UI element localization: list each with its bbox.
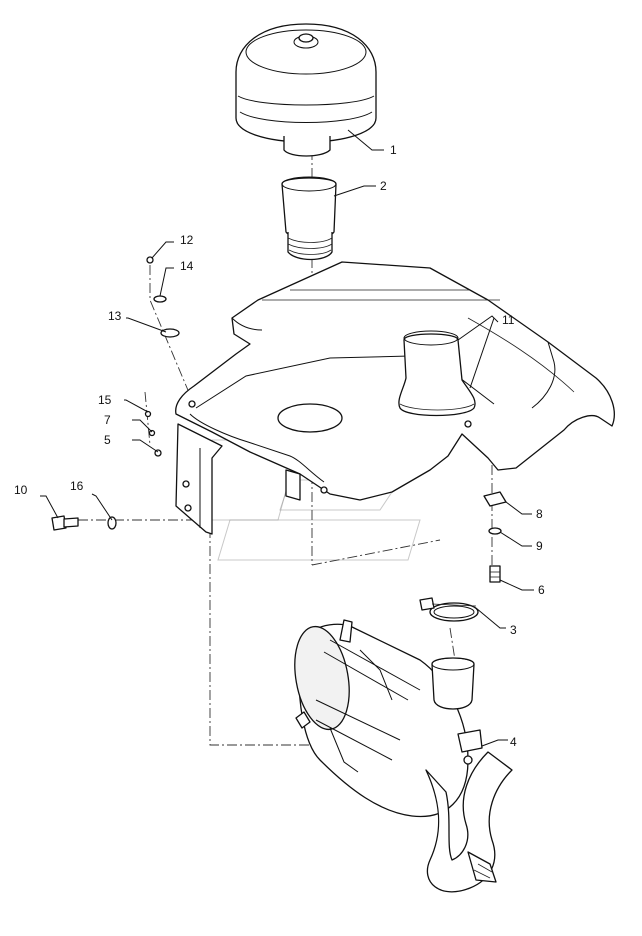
bolt-10	[51, 515, 67, 531]
clip-15	[144, 410, 152, 418]
washer-14	[153, 295, 167, 303]
callout-8: 8	[536, 507, 543, 521]
mounting-bracket	[175, 423, 301, 535]
callout-labels: 1 2 3 4 5 6 7 8 9 10 11 12 13 14 15 16	[14, 143, 545, 749]
washer-9	[488, 527, 502, 535]
hood-panel	[175, 261, 615, 501]
plate-8	[483, 491, 507, 507]
callout-16: 16	[70, 479, 84, 493]
callout-13: 13	[108, 309, 122, 323]
callout-2: 2	[380, 179, 387, 193]
callout-11: 11	[502, 313, 515, 327]
callout-10: 10	[14, 483, 28, 497]
leader-lines	[40, 129, 534, 747]
air-cleaner-housing	[294, 619, 513, 893]
hose-clamp	[419, 597, 479, 622]
callout-5: 5	[104, 433, 111, 447]
hardware-fasteners	[51, 256, 507, 583]
adapter-sleeve	[281, 176, 337, 261]
screw-12	[146, 256, 154, 264]
callout-7: 7	[104, 413, 111, 427]
callout-12: 12	[180, 233, 194, 247]
callout-4: 4	[510, 735, 517, 749]
callout-14: 14	[180, 259, 194, 273]
callout-3: 3	[510, 623, 517, 637]
pre-cleaner-cap	[235, 23, 377, 157]
bolt-6	[489, 565, 501, 583]
callout-6: 6	[538, 583, 545, 597]
callout-1: 1	[390, 143, 397, 157]
intake-funnel	[398, 330, 476, 417]
washer-16	[107, 516, 117, 530]
pin-7	[148, 429, 156, 437]
callout-15: 15	[98, 393, 112, 407]
grommet-13	[160, 328, 180, 338]
callout-9: 9	[536, 539, 543, 553]
